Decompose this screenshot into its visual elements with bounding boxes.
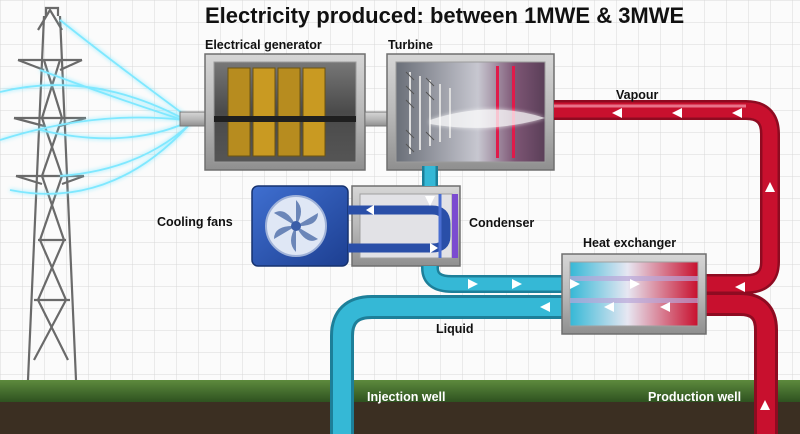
cooling-fans [251, 185, 362, 267]
turbine [386, 53, 555, 171]
liquid-label: Liquid [436, 322, 474, 336]
grass-strip [0, 380, 800, 402]
production-well-label: Production well [648, 390, 742, 404]
electrical-generator [204, 53, 366, 171]
cooling-fans-label: Cooling fans [157, 215, 233, 229]
flow-arrow-icon [366, 108, 775, 410]
condenser [351, 185, 461, 267]
power-line-icon [0, 19, 191, 195]
coupling [364, 111, 388, 127]
fan-icon [265, 195, 327, 257]
page-title: Electricity produced: between 1MWE & 3MW… [205, 3, 685, 28]
injection-well-label: Injection well [367, 390, 446, 404]
heat-exchanger [561, 253, 707, 335]
generator-label: Electrical generator [205, 38, 322, 52]
condenser-label: Condenser [469, 216, 535, 230]
cold-pipe [330, 166, 566, 434]
turbine-label: Turbine [388, 38, 433, 52]
vapour-label: Vapour [616, 88, 659, 102]
heat-exchanger-label: Heat exchanger [583, 236, 677, 250]
soil [0, 402, 800, 434]
hot-pipe [554, 100, 780, 434]
